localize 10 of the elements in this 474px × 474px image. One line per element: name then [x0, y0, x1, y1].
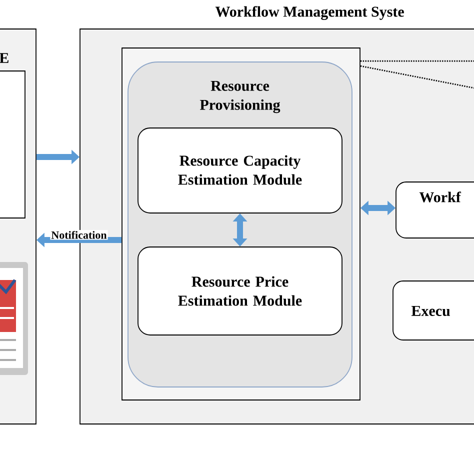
dotted-line [360, 60, 474, 62]
module-box: Resource Price Estimation Module [138, 246, 342, 336]
screen-box [0, 70, 26, 218]
component-box: Execu [392, 280, 474, 340]
component-box: Workf [396, 182, 474, 238]
edge-label: Notification [51, 230, 107, 239]
dotted-line [360, 65, 474, 89]
node-label: Workflow Management Syste [215, 6, 404, 20]
document-icon [0, 262, 28, 375]
module-box: Resource Capacity Estimation Module [138, 128, 342, 214]
